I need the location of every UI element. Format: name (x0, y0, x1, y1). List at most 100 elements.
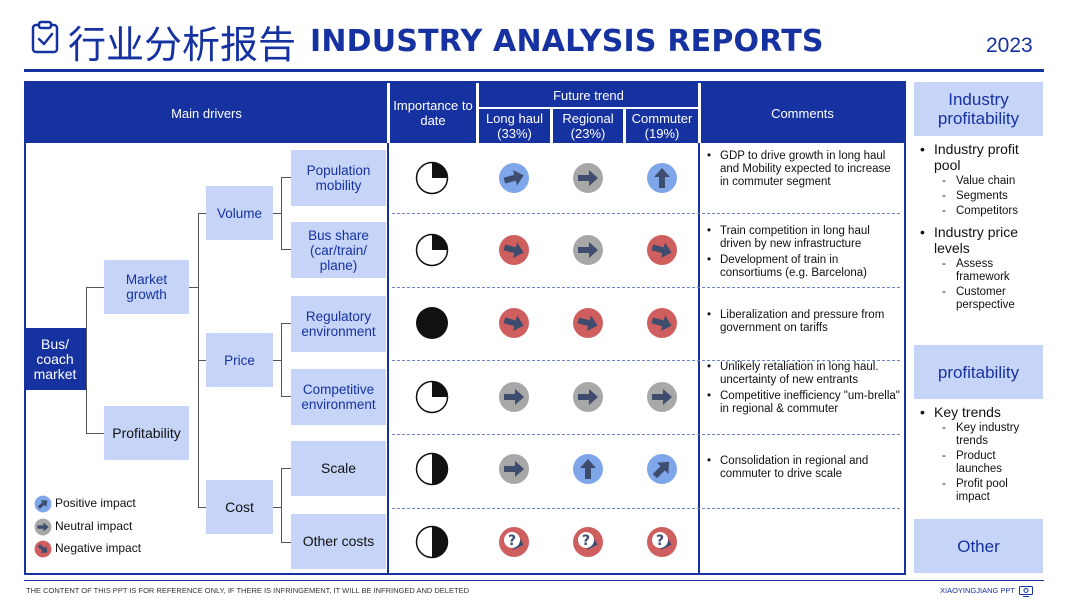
importance-indicator-quarter (415, 380, 449, 419)
driver-population-mobility: Population mobility (291, 150, 386, 206)
comment-bullet: Liberalization and pressure from governm… (706, 309, 902, 335)
list-subitem: Product launches (918, 450, 1044, 476)
svg-text:?: ? (582, 533, 590, 549)
connector (281, 468, 282, 542)
negative-impact-icon (646, 234, 678, 271)
list-heading: Industry profit pool (918, 141, 1044, 173)
driver-bus-share: Bus share (car/train/ plane) (291, 222, 386, 278)
connector (281, 323, 291, 324)
comment-bus-share: Train competition in long haul driven by… (706, 225, 902, 283)
unknown-impact-icon: ? (646, 526, 678, 563)
year-label: 2023 (986, 34, 1033, 57)
list-heading: Industry price levels (918, 224, 1044, 256)
list-subitem: Customer perspective (918, 286, 1044, 312)
connector (281, 396, 291, 397)
connector (273, 360, 281, 361)
right-box-other: Other (914, 519, 1043, 573)
comment-bullet: GDP to drive growth in long haul and Mob… (706, 150, 902, 189)
header-commuter: Commuter (19%) (626, 109, 698, 143)
neutral-impact-icon (572, 381, 604, 418)
connector (281, 249, 291, 250)
comment-bullet: Unlikely retaliation in long haul. uncer… (706, 361, 902, 387)
connector (273, 507, 281, 508)
right-list-profitability: Industry profit pool Value chain Segment… (918, 141, 1044, 312)
header-future-trend: Future trend (479, 83, 698, 107)
title-rule (24, 69, 1044, 72)
right-box-industry-profitability: Industry profitability (914, 82, 1043, 136)
neutral-impact-icon (498, 453, 530, 490)
comment-bullet: Consolidation in regional and commuter t… (706, 455, 902, 481)
connector (273, 213, 281, 214)
row-separator (392, 508, 900, 509)
list-subitem: Assess framework (918, 258, 1044, 284)
page-title-chinese: 行业分析报告 (68, 23, 297, 67)
negative-impact-icon (646, 307, 678, 344)
connector (281, 323, 282, 396)
legend-neutral-label: Neutral impact (55, 519, 133, 533)
footer-rule (24, 580, 1044, 581)
comment-population-mobility: GDP to drive growth in long haul and Mob… (706, 150, 902, 192)
node-profitability: Profitability (104, 406, 189, 460)
comment-scale: Consolidation in regional and commuter t… (706, 455, 902, 484)
connector (86, 287, 87, 433)
header-long-haul: Long haul (33%) (479, 109, 550, 143)
svg-text:?: ? (508, 533, 516, 549)
page-title: INDUSTRY ANALYSIS REPORTS (310, 24, 824, 59)
right-list-key-trends: Key trends Key industry trends Product l… (918, 404, 1044, 504)
positive-impact-icon (34, 495, 52, 518)
header-regional: Regional (23%) (553, 109, 623, 143)
importance-indicator-full (415, 306, 449, 345)
positive-impact-icon (498, 162, 530, 199)
connector (189, 287, 199, 288)
comment-bullet: Development of train in consortiums (e.g… (706, 254, 902, 280)
neutral-impact-icon (498, 381, 530, 418)
negative-impact-icon (34, 540, 52, 563)
neutral-impact-icon (572, 234, 604, 271)
column-divider (698, 143, 700, 573)
row-separator (392, 287, 900, 288)
row-separator (392, 360, 900, 361)
comment-competitive: Unlikely retaliation in long haul. uncer… (706, 361, 902, 419)
legend-positive-label: Positive impact (55, 496, 136, 510)
header-importance: Importance to date (390, 83, 476, 143)
driver-regulatory-environment: Regulatory environment (291, 296, 386, 352)
importance-indicator-half (415, 452, 449, 491)
connector (281, 177, 291, 178)
row-separator (392, 213, 900, 214)
positive-up-impact-icon (572, 453, 604, 490)
legend-negative-label: Negative impact (55, 541, 142, 555)
connector (281, 177, 282, 249)
importance-indicator-quarter (415, 161, 449, 200)
driver-other-costs: Other costs (291, 514, 386, 569)
negative-impact-icon (498, 307, 530, 344)
footer-brand: XIAOYINGJIANG PPT (940, 586, 1016, 595)
node-volume: Volume (206, 186, 273, 240)
node-cost: Cost (206, 480, 273, 534)
list-subitem: Profit pool impact (918, 478, 1044, 504)
connector (198, 213, 206, 214)
comment-bullet: Train competition in long haul driven by… (706, 225, 902, 251)
brand-logo-icon (1019, 584, 1033, 602)
row-separator (392, 434, 900, 435)
header-main-drivers: Main drivers (26, 83, 387, 143)
footer-disclaimer: THE CONTENT OF THIS PPT IS FOR REFERENCE… (26, 586, 469, 595)
neutral-impact-icon (34, 518, 52, 541)
comment-regulatory: Liberalization and pressure from governm… (706, 309, 902, 338)
driver-competitive-environment: Competitive environment (291, 369, 386, 425)
list-subitem: Value chain (918, 175, 1044, 188)
comment-bullet: Competitive inefficiency "um-brella" in … (706, 390, 902, 416)
connector (86, 287, 104, 288)
unknown-impact-icon: ? (572, 526, 604, 563)
driver-scale: Scale (291, 441, 386, 496)
negative-impact-icon (572, 307, 604, 344)
root-bus-coach-market: Bus/ coach market (24, 328, 86, 390)
list-subitem: Competitors (918, 205, 1044, 218)
importance-indicator-half (415, 525, 449, 564)
connector (86, 433, 104, 434)
column-divider (387, 143, 389, 573)
connector (198, 360, 206, 361)
clipboard-icon (30, 20, 60, 54)
list-heading: Key trends (918, 404, 1044, 420)
neutral-impact-icon (572, 162, 604, 199)
connector (198, 507, 206, 508)
